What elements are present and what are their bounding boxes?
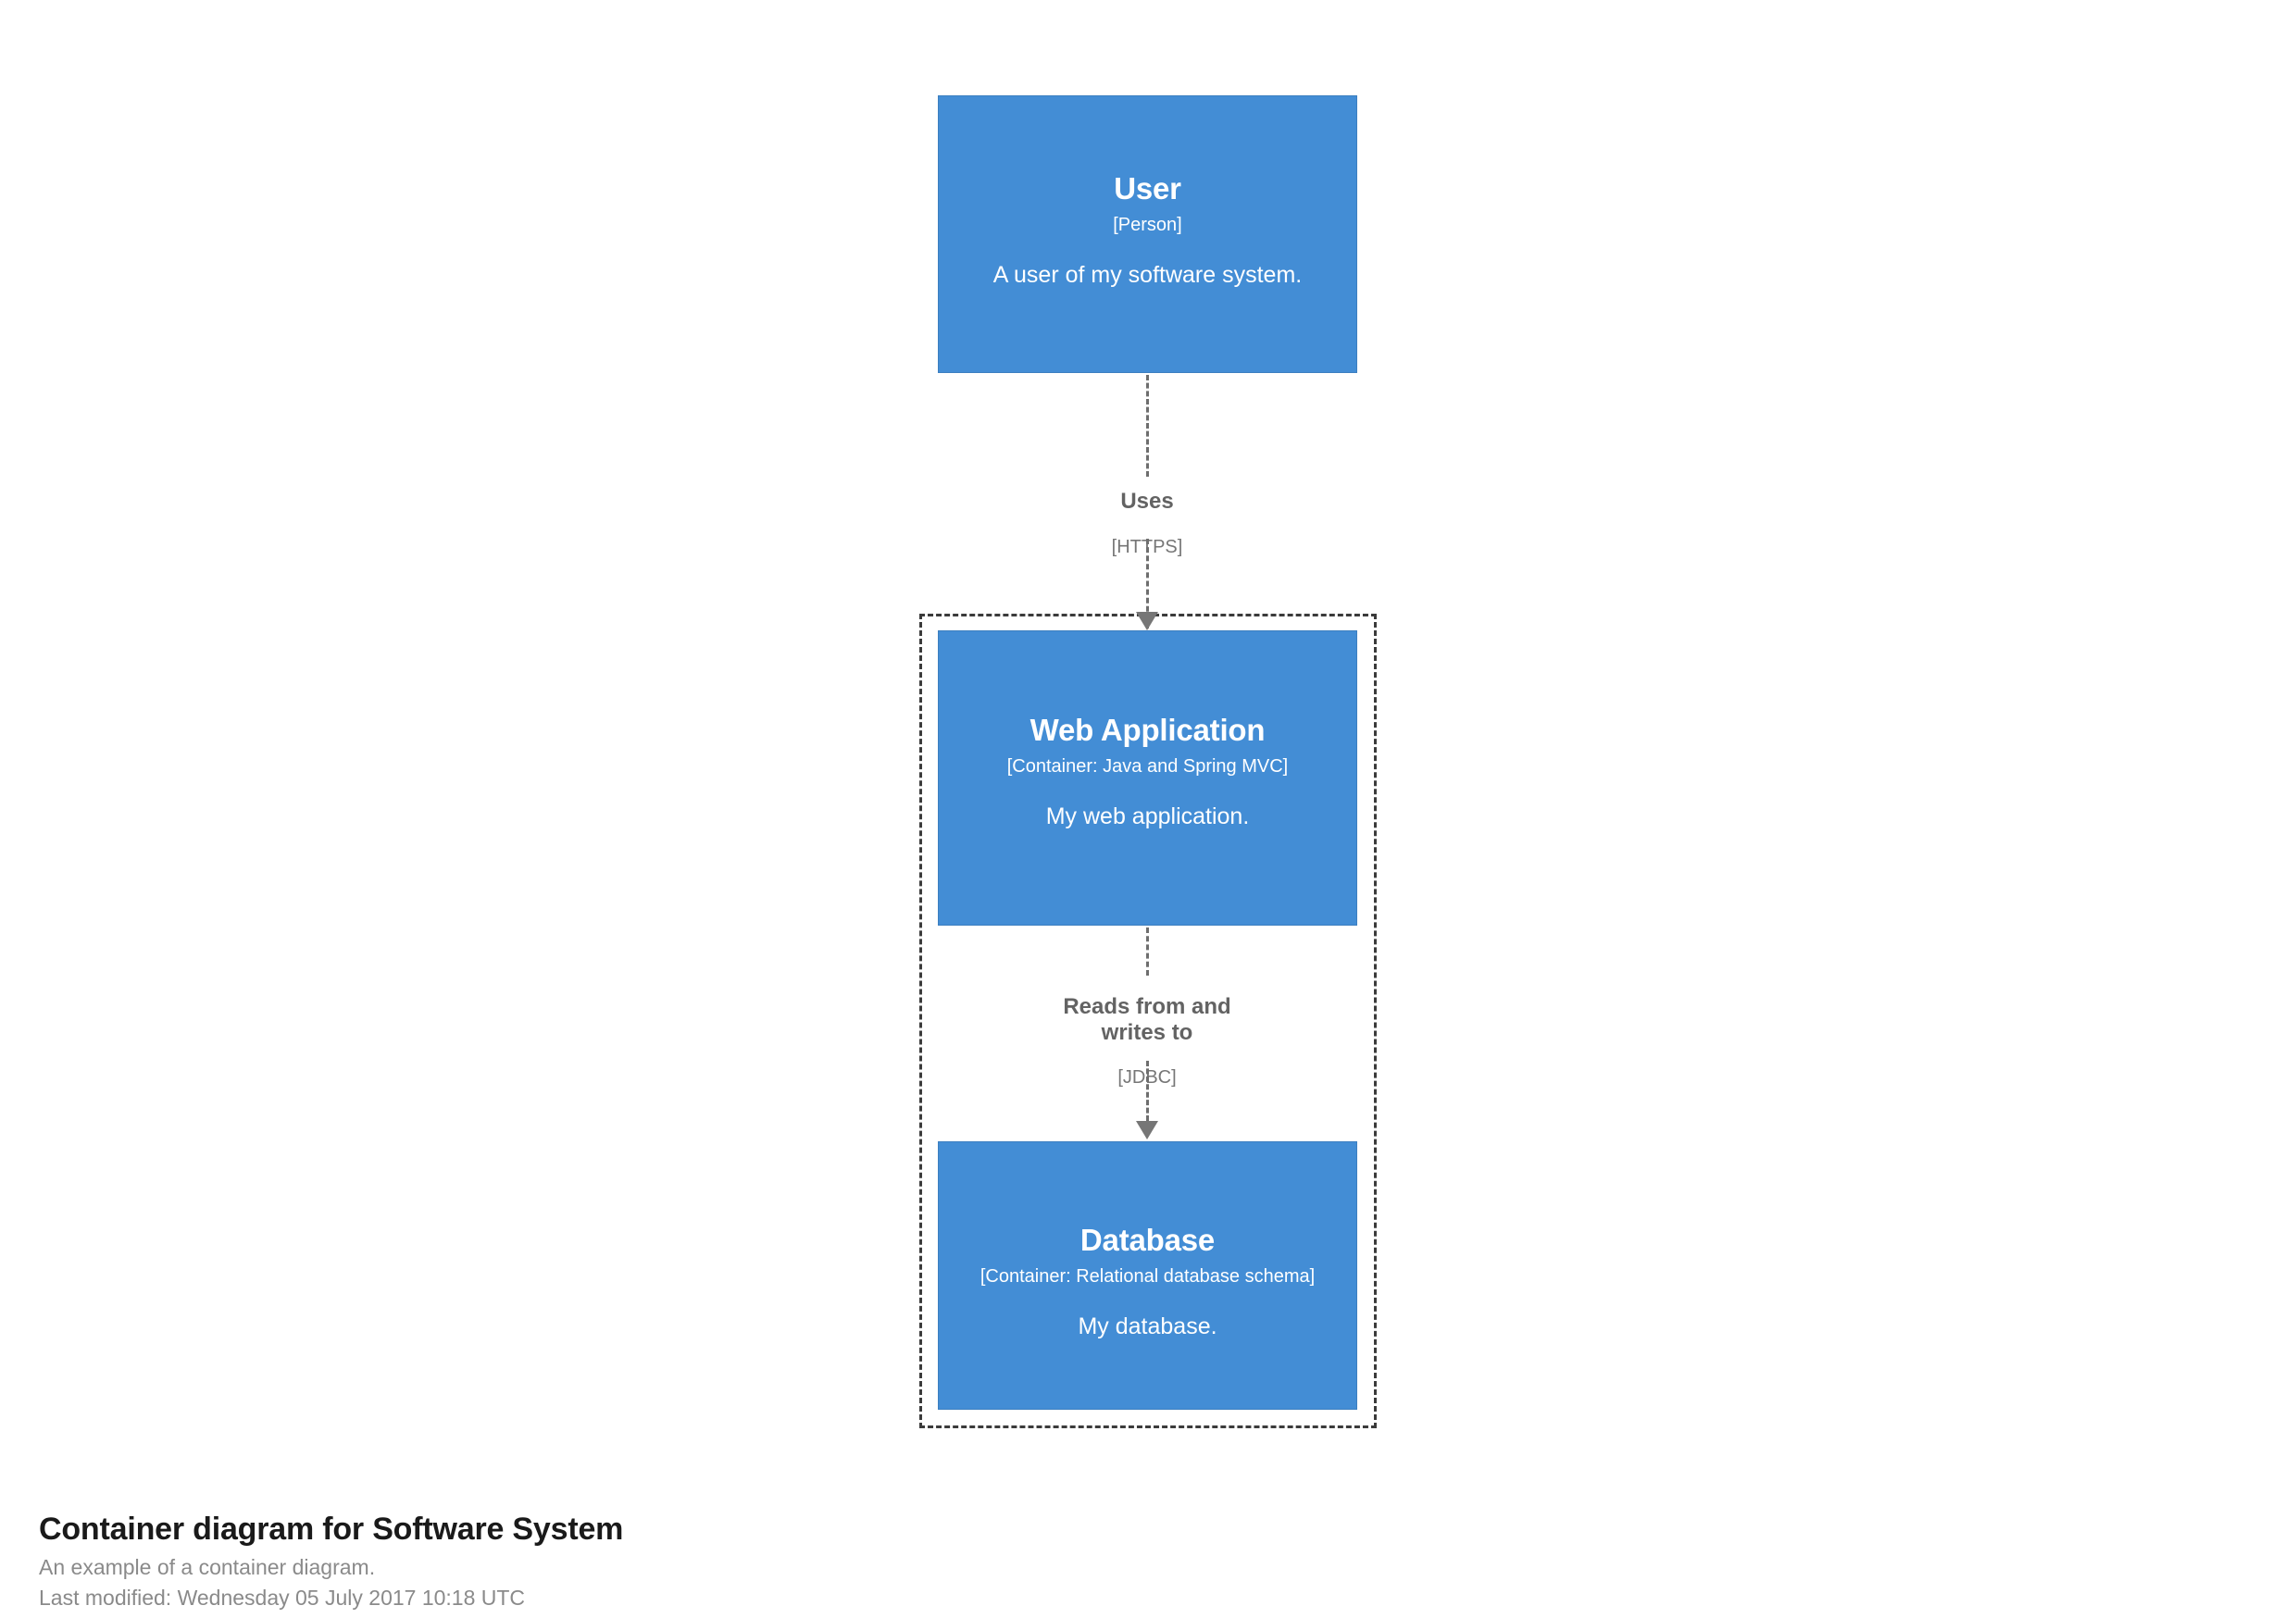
element-database-description: My database. bbox=[1078, 1313, 1217, 1340]
relationship-uses-line-upper bbox=[1146, 375, 1149, 477]
relationship-uses-line-lower bbox=[1146, 539, 1149, 629]
relationship-reads-writes-line-upper bbox=[1146, 927, 1149, 976]
relationship-reads-writes-label: Reads from and writes to [JDBC] bbox=[1008, 977, 1286, 1105]
element-web-application[interactable]: Web Application [Container: Java and Spr… bbox=[938, 630, 1357, 926]
element-web-application-meta: [Container: Java and Spring MVC] bbox=[1006, 756, 1289, 778]
element-user[interactable]: User [Person] A user of my software syst… bbox=[938, 95, 1357, 373]
element-database-meta: [Container: Relational database schema] bbox=[980, 1266, 1316, 1288]
relationship-uses-description: Uses bbox=[1120, 489, 1174, 514]
element-database[interactable]: Database [Container: Relational database… bbox=[938, 1141, 1357, 1410]
relationship-reads-writes-arrowhead-icon bbox=[1136, 1121, 1158, 1139]
relationship-reads-writes-description: Reads from and writes to bbox=[1063, 994, 1231, 1045]
diagram-caption: Container diagram for Software System An… bbox=[39, 1511, 1150, 1613]
element-web-application-name: Web Application bbox=[1029, 713, 1266, 747]
element-database-name: Database bbox=[1079, 1223, 1216, 1257]
element-user-name: User bbox=[1114, 171, 1181, 205]
caption-title: Container diagram for Software System bbox=[39, 1512, 624, 1547]
relationship-uses-arrowhead-icon bbox=[1136, 612, 1158, 630]
element-web-application-description: My web application. bbox=[1045, 803, 1250, 830]
relationship-reads-writes-line-lower bbox=[1146, 1061, 1149, 1121]
element-user-meta: [Person] bbox=[1113, 215, 1182, 236]
caption-last-modified: Last modified: Wednesday 05 July 2017 10… bbox=[39, 1586, 526, 1611]
element-user-description: A user of my software system. bbox=[992, 262, 1303, 289]
relationship-uses-label: Uses [HTTPS] bbox=[1008, 472, 1286, 575]
caption-description: An example of a container diagram. bbox=[39, 1555, 376, 1580]
